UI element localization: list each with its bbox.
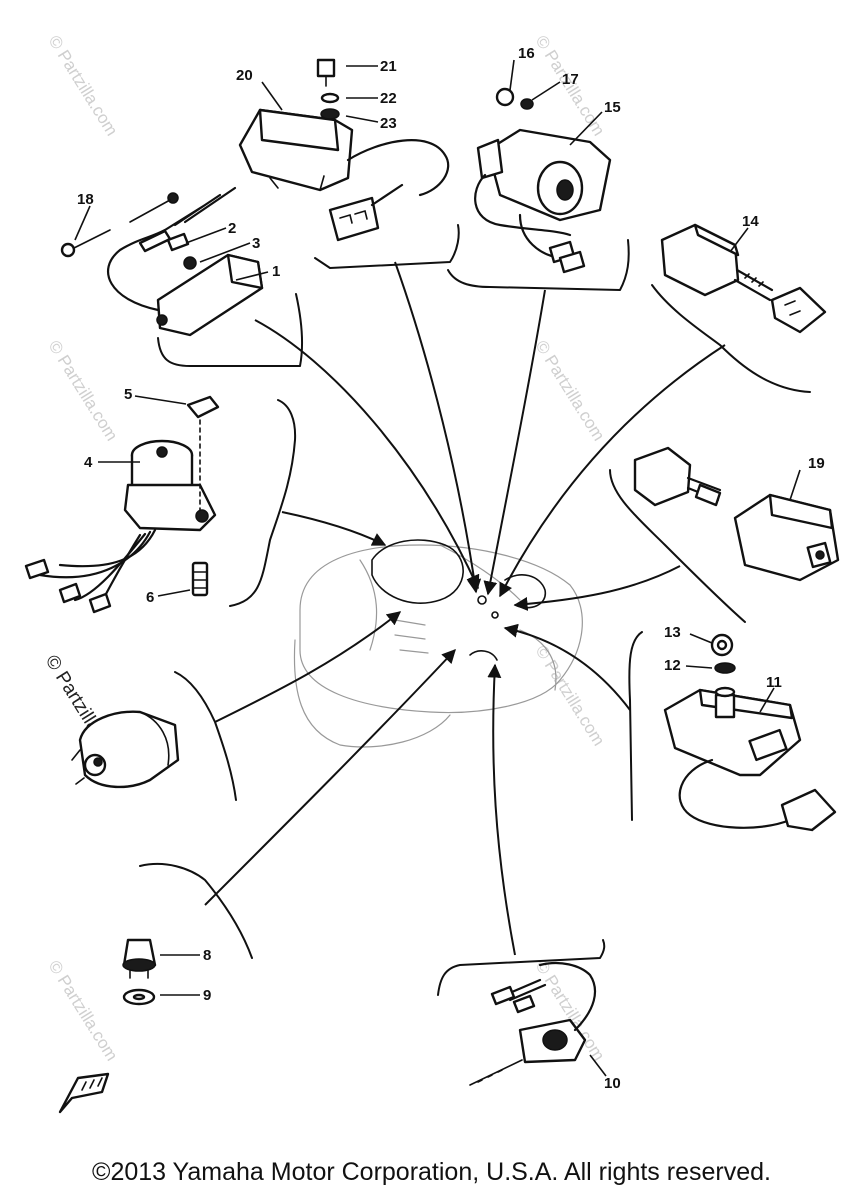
watermark: © Partzilla.com <box>45 957 122 1064</box>
callout-8: 8 <box>203 947 211 964</box>
handlebar-switch-bracket <box>174 671 237 801</box>
callout-16: 16 <box>518 45 535 62</box>
callout-6: 6 <box>146 589 154 606</box>
regulator-bracket <box>314 224 460 269</box>
callout-10: 10 <box>604 1075 621 1092</box>
connection-arrows <box>204 261 726 956</box>
callout-15: 15 <box>604 99 621 116</box>
callout-3: 3 <box>252 235 260 252</box>
callout-22: 22 <box>380 90 397 107</box>
connector-19-bracket <box>609 469 746 623</box>
main-switch-bracket <box>229 399 297 607</box>
callout-1: 1 <box>272 263 280 280</box>
connector-harness-14 <box>660 223 827 334</box>
watermark: © Partzilla.com <box>532 337 609 444</box>
callout-21: 21 <box>380 58 397 75</box>
main-switch-assembly <box>24 395 220 614</box>
connector-harness-19 <box>633 446 840 582</box>
pressure-switch-bracket <box>139 862 253 959</box>
callout-20: 20 <box>236 67 253 84</box>
copyright-notice: ©2013 Yamaha Motor Corporation, U.S.A. A… <box>92 1158 771 1186</box>
callout-23: 23 <box>380 115 397 132</box>
sensor-10-bracket <box>437 939 606 996</box>
watermark: © Partzilla.com <box>532 642 609 749</box>
watermark: © Partzilla.com <box>45 337 122 444</box>
callout-14: 14 <box>742 213 759 230</box>
callout-labels: 21 22 23 20 16 17 15 18 2 3 1 14 19 5 4 … <box>77 45 825 1092</box>
central-handlebar-assembly <box>293 539 583 748</box>
callout-9: 9 <box>203 987 211 1004</box>
starter-relay-assembly <box>474 87 612 274</box>
starter-bracket <box>447 239 630 291</box>
callout-18: 18 <box>77 191 94 208</box>
switch-assembly-11 <box>663 633 837 832</box>
callout-11: 11 <box>766 674 782 691</box>
connector-14-bracket <box>651 284 811 393</box>
watermark: © Partzilla.com <box>45 32 122 139</box>
callout-19: 19 <box>808 455 825 472</box>
switch-11-bracket <box>628 631 643 821</box>
callout-13: 13 <box>664 624 681 641</box>
callout-leaders <box>74 59 801 1077</box>
callout-5: 5 <box>124 386 132 403</box>
relay-assembly <box>60 186 264 337</box>
handlebar-switch-assembly <box>71 710 180 789</box>
sensor-assembly-10 <box>469 961 597 1086</box>
callout-4: 4 <box>84 454 93 471</box>
relay-bracket <box>157 293 304 367</box>
front-direction-icon <box>58 1072 110 1114</box>
callout-2: 2 <box>228 220 236 237</box>
pressure-switch-assembly <box>122 938 157 1006</box>
callout-12: 12 <box>664 657 681 674</box>
callout-17: 17 <box>562 71 579 88</box>
regulator-assembly <box>238 58 450 242</box>
